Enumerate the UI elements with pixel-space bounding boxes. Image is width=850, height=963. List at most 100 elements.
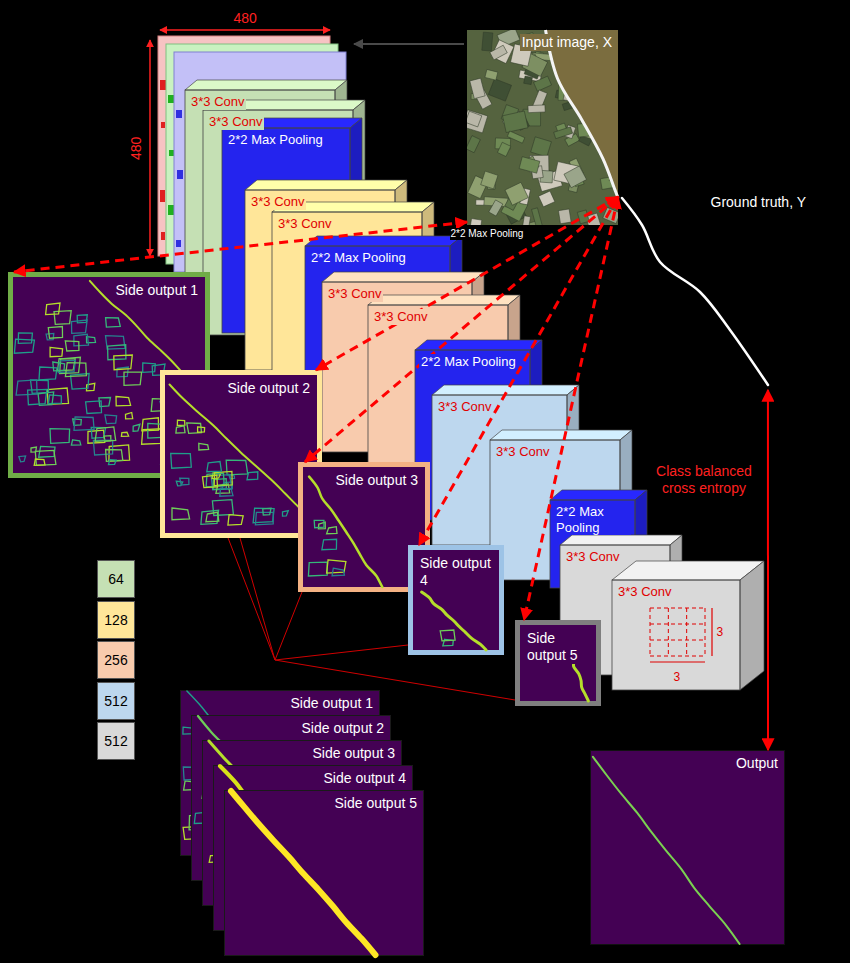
dashed-arrow [316,197,618,370]
plate-outline [612,580,740,690]
field [481,171,498,189]
field [465,111,482,127]
field-edge [126,413,133,419]
field [605,124,622,144]
layer-label: 3*3 Conv [249,194,306,210]
loss-arrow [767,390,769,750]
layer-label: 2*2 Max Pooling [450,228,525,240]
legend-swatch: 512 [97,682,135,720]
field-edge [105,415,117,424]
field [505,182,528,205]
field [470,78,485,98]
field-edge [31,447,36,452]
dashed-arrow [419,197,618,545]
plate-top-face [432,385,579,395]
field-edge [440,630,455,641]
layer-label: 2*2 Max Pooling [419,354,518,370]
plate-top-face [222,118,362,128]
field [497,142,510,156]
field-edge [65,363,86,377]
map-title: Side output 2 [225,380,312,397]
map-title: Output [734,755,780,772]
side-output-map: Side output 4 [408,545,504,655]
field-edge [177,420,185,425]
field-edge [206,512,219,521]
field [532,208,543,228]
plate-top-face [272,202,434,212]
field-edge [133,424,140,431]
field [586,213,603,233]
field [488,79,511,101]
field-edge [48,327,62,339]
legend-swatch: 256 [97,641,135,679]
ground-truth-map: Ground truth, Y [622,190,812,390]
plate-top-face [490,430,632,440]
map-title: Side output 1 [113,282,200,299]
field-edge [72,320,88,333]
land [467,30,618,225]
field-edge [106,318,121,328]
map-title: Side output 4 [418,555,494,589]
plate-top-face [322,272,484,282]
grid-line [650,656,705,657]
field-edge [47,388,68,404]
legend-text: 256 [98,642,134,678]
dimension-label: 480 [128,135,145,160]
field-edge [34,459,45,465]
field [608,51,621,69]
field [482,32,493,51]
legend-text: 512 [98,723,134,759]
layer-label: 2*2 Max Pooling [554,504,631,535]
farmland [462,28,642,233]
field-edge [263,508,271,515]
field [507,131,525,143]
field [531,137,552,157]
truth-art [622,190,812,390]
field-edge [220,488,233,496]
coastline [170,384,314,520]
map-title: Side output 5 [525,630,581,664]
coastline [309,477,382,587]
red-splotch [160,80,166,90]
grid-line [650,608,651,656]
field-edge [28,389,47,404]
field-edge [19,456,26,462]
layer-label: 3*3 Conv [207,114,264,130]
fusion-line [240,538,275,660]
layer-label: 3*3 Conv [189,94,246,110]
field [462,110,487,133]
legend-swatch: 128 [97,601,135,639]
map-title: Side output 2 [299,720,386,737]
height-dimension-line [149,40,151,256]
field-edge [176,426,185,433]
coastline [593,757,740,944]
field-edge [18,333,32,343]
legend-swatch: 64 [97,560,135,598]
green-splotch [168,95,174,103]
field-edge [71,440,80,445]
field [617,93,642,113]
fused-side-output: Side output 5 [224,790,424,956]
dashed-arrow [305,197,618,462]
map-title: Side output 1 [288,695,375,712]
field-edge [50,347,63,356]
field [597,76,622,94]
field [466,136,481,153]
red-splotch [161,122,165,128]
field-edge [86,401,102,414]
field-edge [228,515,243,526]
field-edge [332,568,344,576]
plate-top-face [415,340,542,350]
field-edge [322,539,337,549]
blue-splotch [177,170,183,179]
plate-top-face [560,535,682,545]
ground-truth-line [622,198,768,385]
legend-text: 512 [98,683,134,719]
coastline [231,791,376,955]
legend-swatch: 512 [97,722,135,760]
map-title: Side output 3 [333,472,420,489]
field [610,167,621,175]
edge-label: Class balanced cross entropy [648,463,760,497]
field [613,55,633,72]
